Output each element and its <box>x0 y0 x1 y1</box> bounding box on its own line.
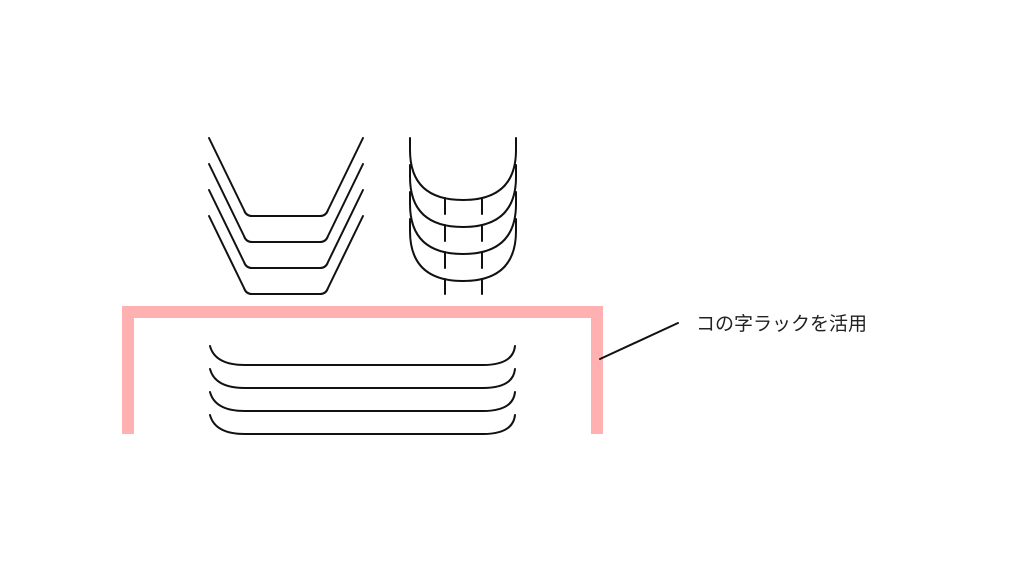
bowl <box>208 163 364 243</box>
bowl <box>208 215 364 295</box>
callout-label: コの字ラックを活用 <box>696 313 868 335</box>
plate <box>209 414 516 435</box>
plate <box>209 391 516 412</box>
stacked-bowls <box>208 137 364 295</box>
stacked-plates <box>209 345 516 435</box>
plate <box>209 368 516 389</box>
round-bowl <box>409 218 517 282</box>
round-bowl <box>409 191 517 255</box>
u-shaped-rack <box>122 306 603 434</box>
bowl <box>208 137 364 217</box>
plate <box>209 345 516 366</box>
bowl <box>208 189 364 269</box>
callout-leader-line <box>599 322 679 360</box>
round-bowl <box>409 164 517 228</box>
stacked-round-bowls <box>409 137 517 295</box>
round-bowl <box>409 137 517 201</box>
